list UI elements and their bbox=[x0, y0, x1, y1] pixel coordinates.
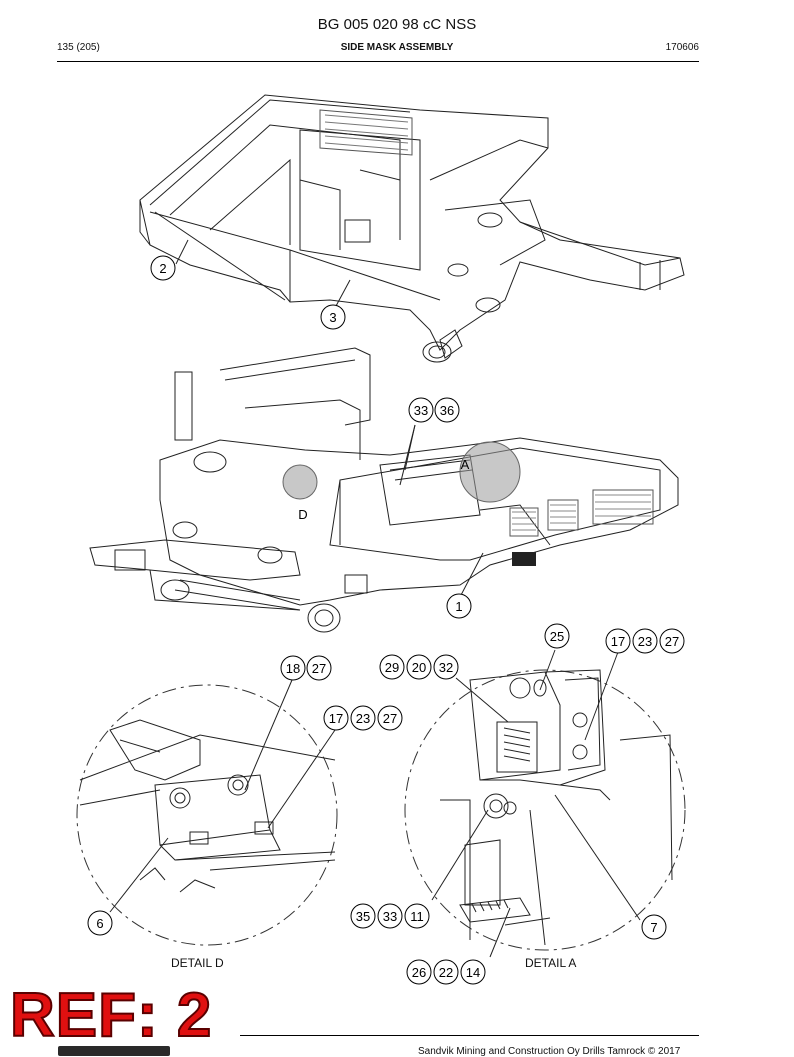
callout-26 bbox=[406, 959, 432, 985]
detail-d-marker: D bbox=[298, 507, 307, 522]
callout-33-top-text: 33 bbox=[414, 403, 428, 418]
page-number: 135 (205) bbox=[57, 42, 100, 53]
callout-23-b-text: 23 bbox=[356, 711, 370, 726]
callout-27-b bbox=[659, 628, 685, 654]
callout-6-text: 6 bbox=[96, 916, 103, 931]
detail-d-label: DETAIL D bbox=[171, 956, 224, 970]
callout-33-bottom-text: 33 bbox=[383, 909, 397, 924]
document-id: BG 005 020 98 cC NSS bbox=[317, 16, 477, 33]
callout-27-a-text: 27 bbox=[312, 661, 326, 676]
page-title: SIDE MASK ASSEMBLY bbox=[340, 42, 454, 53]
callout-29-text: 29 bbox=[385, 660, 399, 675]
callout-32 bbox=[433, 654, 459, 680]
callout-26-text: 26 bbox=[412, 965, 426, 980]
callout-1 bbox=[446, 593, 472, 619]
callout-22 bbox=[433, 959, 459, 985]
callout-25 bbox=[544, 623, 570, 649]
callout-27-b-text: 27 bbox=[665, 634, 679, 649]
callout-27-a bbox=[306, 655, 332, 681]
callout-11 bbox=[404, 903, 430, 929]
callout-6 bbox=[87, 910, 113, 936]
top-frame-drawing bbox=[139, 94, 685, 363]
callout-18 bbox=[280, 655, 306, 681]
callout-36-text: 36 bbox=[440, 403, 454, 418]
callout-17-b bbox=[323, 705, 349, 731]
callout-17-a bbox=[605, 628, 631, 654]
callouts bbox=[87, 255, 685, 985]
callout-23-b bbox=[350, 705, 376, 731]
callout-23-a bbox=[632, 628, 658, 654]
footer-copyright: Sandvik Mining and Construction Oy Drill… bbox=[418, 1046, 681, 1057]
callout-27-c bbox=[377, 705, 403, 731]
callout-22-text: 22 bbox=[439, 965, 453, 980]
callout-14-text: 14 bbox=[466, 965, 480, 980]
callout-3 bbox=[320, 304, 346, 330]
ref-stamp: REF: 2 bbox=[9, 981, 213, 1050]
middle-frame-drawing bbox=[89, 347, 679, 633]
callout-18-text: 18 bbox=[286, 661, 300, 676]
footer-rule bbox=[240, 1035, 699, 1036]
callout-20 bbox=[406, 654, 432, 680]
callout-32-text: 32 bbox=[439, 660, 453, 675]
detail-a-drawing bbox=[404, 649, 686, 958]
callout-17-b-text: 17 bbox=[329, 711, 343, 726]
detail-d-drawing bbox=[76, 679, 338, 946]
callout-20-text: 20 bbox=[412, 660, 426, 675]
detail-a-marker: A bbox=[461, 457, 470, 472]
callout-35-text: 35 bbox=[356, 909, 370, 924]
callout-3-text: 3 bbox=[329, 310, 336, 325]
callout-14 bbox=[460, 959, 486, 985]
callout-1-text: 1 bbox=[455, 599, 462, 614]
callout-2 bbox=[150, 255, 176, 281]
callout-25-text: 25 bbox=[550, 629, 564, 644]
header-rule bbox=[57, 61, 699, 62]
callout-23-a-text: 23 bbox=[638, 634, 652, 649]
callout-33-top bbox=[408, 397, 434, 423]
callout-35 bbox=[350, 903, 376, 929]
callout-2-text: 2 bbox=[159, 261, 166, 276]
callout-36 bbox=[434, 397, 460, 423]
callout-17-a-text: 17 bbox=[611, 634, 625, 649]
callout-7-text: 7 bbox=[650, 920, 657, 935]
brand-logo bbox=[58, 1046, 170, 1056]
callout-29 bbox=[379, 654, 405, 680]
callout-33-bottom bbox=[377, 903, 403, 929]
document-date: 170606 bbox=[665, 42, 699, 53]
callout-11-text: 11 bbox=[410, 909, 424, 924]
callout-27-c-text: 27 bbox=[383, 711, 397, 726]
detail-a-label: DETAIL A bbox=[525, 956, 577, 970]
callout-numbers: 2 3 33 36 1 18 27 29 20 32 25 17 23 27 1… bbox=[96, 261, 679, 980]
callout-7 bbox=[641, 914, 667, 940]
